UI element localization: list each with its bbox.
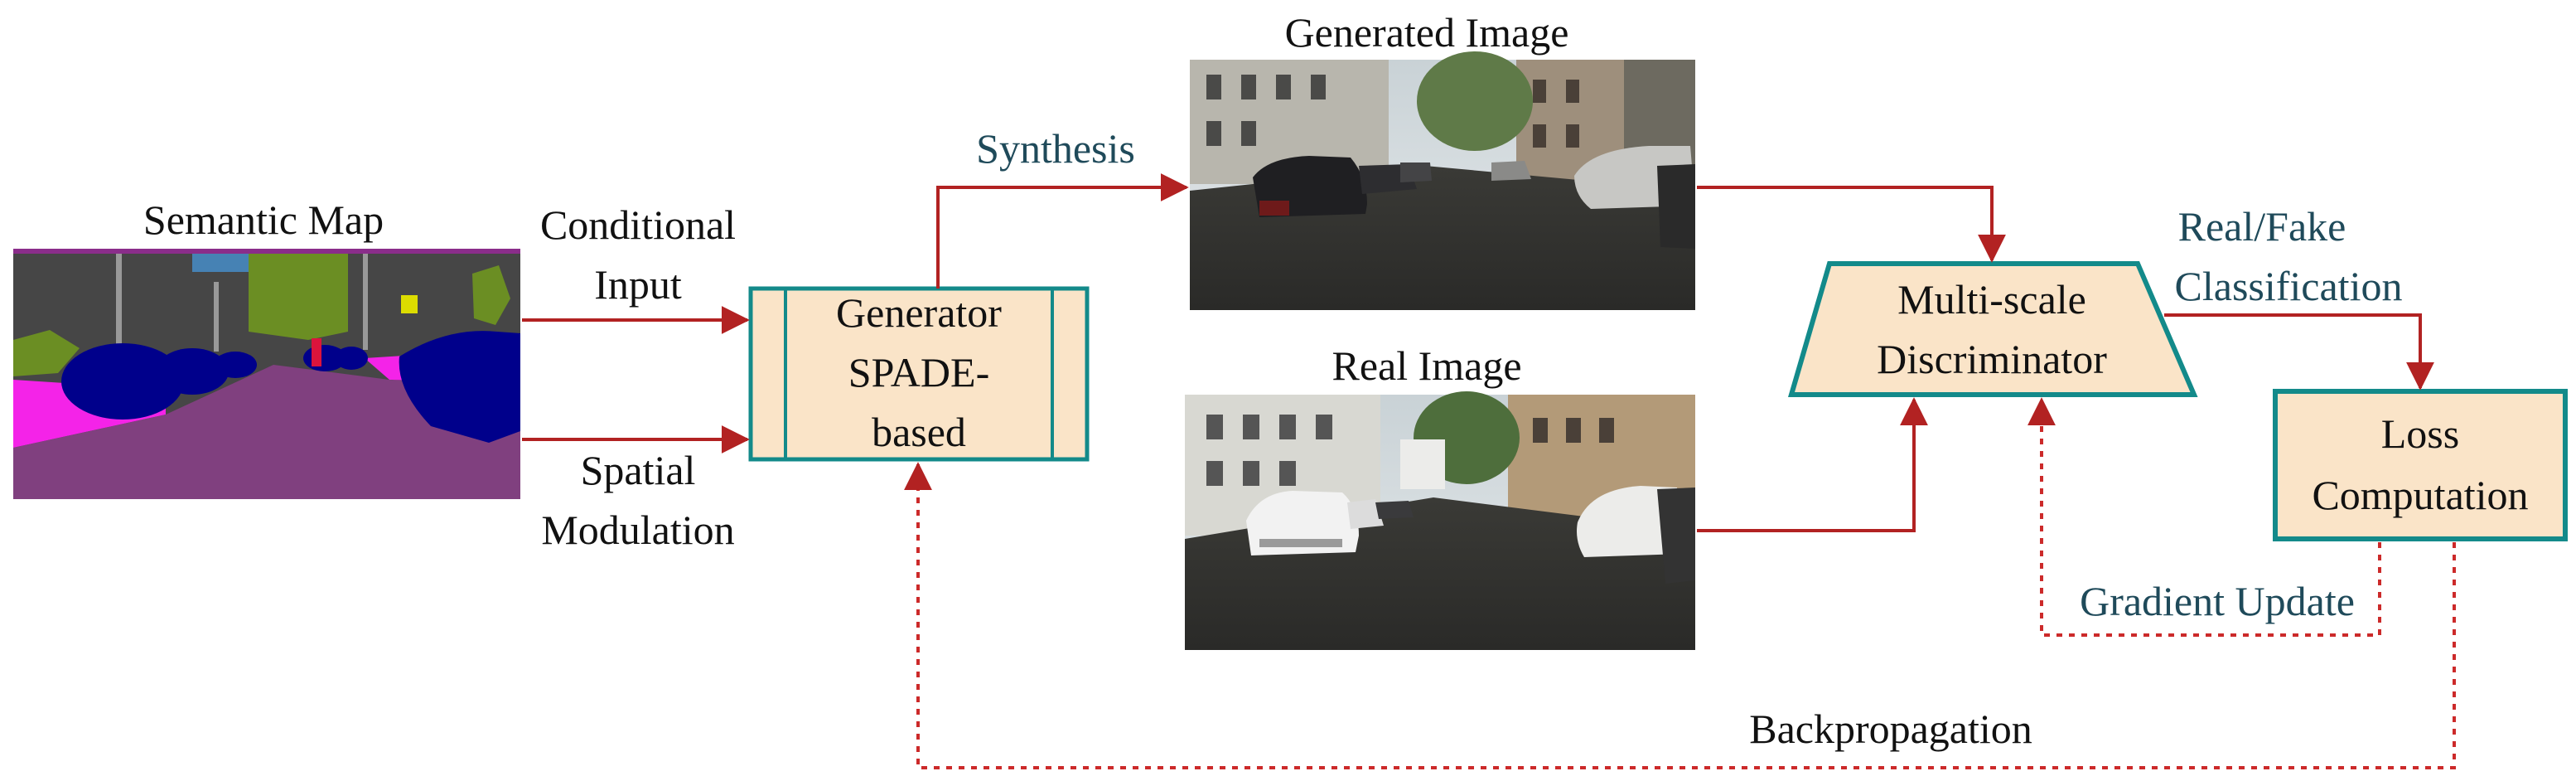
discriminator-label-line1: Multi-scale — [1897, 276, 2086, 323]
arrow-synthesis — [938, 187, 1187, 289]
generated-image — [1190, 51, 1695, 310]
generator-box: Generator SPADE- based — [751, 289, 1087, 459]
semantic-map-title: Semantic Map — [143, 196, 384, 243]
arrow-real-to-discriminator — [1697, 400, 1914, 531]
loss-computation-box: Loss Computation — [2275, 391, 2565, 539]
gradient-update-label: Gradient Update — [2080, 578, 2355, 624]
real-fake-label-line2: Classification — [2175, 263, 2403, 309]
discriminator-box: Multi-scale Discriminator — [1791, 264, 2194, 395]
loss-label-line2: Computation — [2312, 472, 2528, 518]
synthesis-label: Synthesis — [976, 125, 1135, 172]
real-image — [1185, 391, 1695, 650]
semantic-map-image — [13, 249, 520, 499]
generator-label-line2: SPADE- — [848, 349, 989, 395]
loss-label-line1: Loss — [2381, 410, 2459, 457]
real-image-title: Real Image — [1331, 342, 1521, 389]
real-fake-label-line1: Real/Fake — [2178, 203, 2346, 250]
conditional-input-label-line1: Conditional — [540, 201, 736, 248]
spatial-modulation-label-line1: Spatial — [581, 447, 696, 493]
discriminator-label-line2: Discriminator — [1877, 336, 2107, 382]
spatial-modulation-label-line2: Modulation — [541, 507, 734, 553]
arrow-generated-to-discriminator — [1697, 187, 1992, 260]
generated-image-title: Generated Image — [1285, 9, 1569, 56]
conditional-input-label-line2: Input — [594, 261, 682, 308]
generator-label-line1: Generator — [836, 289, 1002, 336]
arrow-real-fake-classification — [2164, 315, 2420, 388]
generator-label-line3: based — [872, 409, 966, 455]
backpropagation-label: Backpropagation — [1749, 706, 2032, 752]
